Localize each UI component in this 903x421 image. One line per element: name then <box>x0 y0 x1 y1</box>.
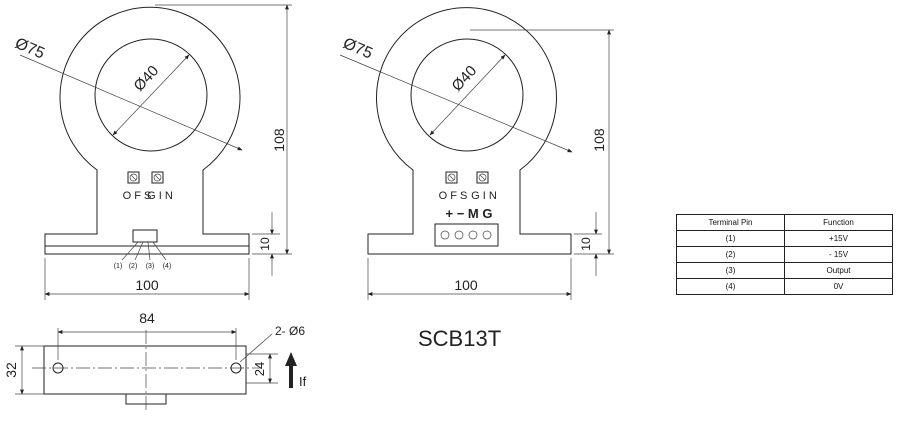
table-header-cell: Function <box>784 214 893 231</box>
right-od-leader <box>339 54 573 153</box>
left-ofs-pot <box>127 171 140 184</box>
bottom-height-label: 32 <box>3 362 19 378</box>
bottom-hole-height-label: 24 <box>252 362 267 376</box>
left-ofs-label: O F S <box>123 190 152 202</box>
right-id-label: Ø40 <box>448 62 480 94</box>
right-connector-label: + − M G <box>446 206 493 221</box>
left-pin-1-label: (1) <box>114 263 123 270</box>
left-pin-2-label: (2) <box>129 263 138 270</box>
right-inner-circle <box>410 38 524 152</box>
left-od-leader <box>19 54 243 151</box>
left-pin-4-label: (4) <box>163 263 172 270</box>
table-cell: (1) <box>676 230 785 247</box>
left-pin-3-label: (3) <box>146 263 155 270</box>
left-od-label: Ø75 <box>12 35 47 63</box>
current-direction-label: If <box>299 374 307 389</box>
table-cell: Output <box>784 262 893 279</box>
table-row: (2) - 15V <box>676 246 893 263</box>
bottom-hole-spacing-label: 84 <box>139 310 155 326</box>
right-ofs-pot <box>445 171 458 184</box>
right-gin-label: G I N <box>471 190 497 202</box>
table-cell: (4) <box>676 278 785 295</box>
table-cell: +15V <box>784 230 893 247</box>
right-od-label: Ø75 <box>340 35 375 63</box>
table-cell: - 15V <box>784 246 893 263</box>
table-row: (4) 0V <box>676 278 893 295</box>
left-width-label: 100 <box>135 277 159 293</box>
left-height-label: 108 <box>271 128 287 152</box>
terminal-pin-table: Terminal Pin Function (1) +15V (2) - 15V… <box>676 214 893 295</box>
right-height-label: 108 <box>591 128 607 152</box>
bottom-hole-left <box>52 362 64 374</box>
bottom-hole-leader <box>239 333 273 363</box>
right-sensor-view: Ø75 Ø40 108 10 100 O F S G I N + − M G <box>339 7 614 300</box>
right-connector <box>434 223 499 247</box>
right-width-label: 100 <box>454 277 478 293</box>
right-id-leader <box>429 54 506 136</box>
left-inner-circle <box>94 38 208 152</box>
left-gin-pot <box>151 171 164 184</box>
current-direction-arrow-shaft <box>289 366 293 388</box>
right-ofs-label: O F S <box>439 190 468 202</box>
table-row: (3) Output <box>676 262 893 279</box>
bottom-sensor-view: 84 2- Ø6 32 24 If <box>3 310 307 412</box>
bottom-holes-label: 2- Ø6 <box>275 324 305 338</box>
table-header-cell: Terminal Pin <box>676 214 785 231</box>
table-cell: 0V <box>784 278 893 295</box>
bottom-hole-right <box>230 362 242 374</box>
left-id-leader <box>112 54 190 136</box>
current-direction-arrowhead <box>285 352 297 366</box>
table-row: (1) +15V <box>676 230 893 247</box>
bottom-body <box>43 345 247 395</box>
left-id-label: Ø40 <box>130 62 162 94</box>
left-sensor-outline <box>44 6 250 255</box>
table-cell: (3) <box>676 262 785 279</box>
right-sensor-outline <box>367 7 572 255</box>
right-gin-pot <box>476 171 489 184</box>
table-cell: (2) <box>676 246 785 263</box>
left-base-height-label: 10 <box>258 237 272 251</box>
left-pin-header <box>132 229 158 243</box>
left-sensor-view: Ø75 Ø40 108 10 100 O F S G I N (1) (2) (… <box>12 4 292 300</box>
model-name: SCB13T <box>418 326 501 351</box>
left-gin-label: G I N <box>147 190 173 202</box>
table-header-row: Terminal Pin Function <box>676 214 893 231</box>
right-base-height-label: 10 <box>579 237 593 251</box>
